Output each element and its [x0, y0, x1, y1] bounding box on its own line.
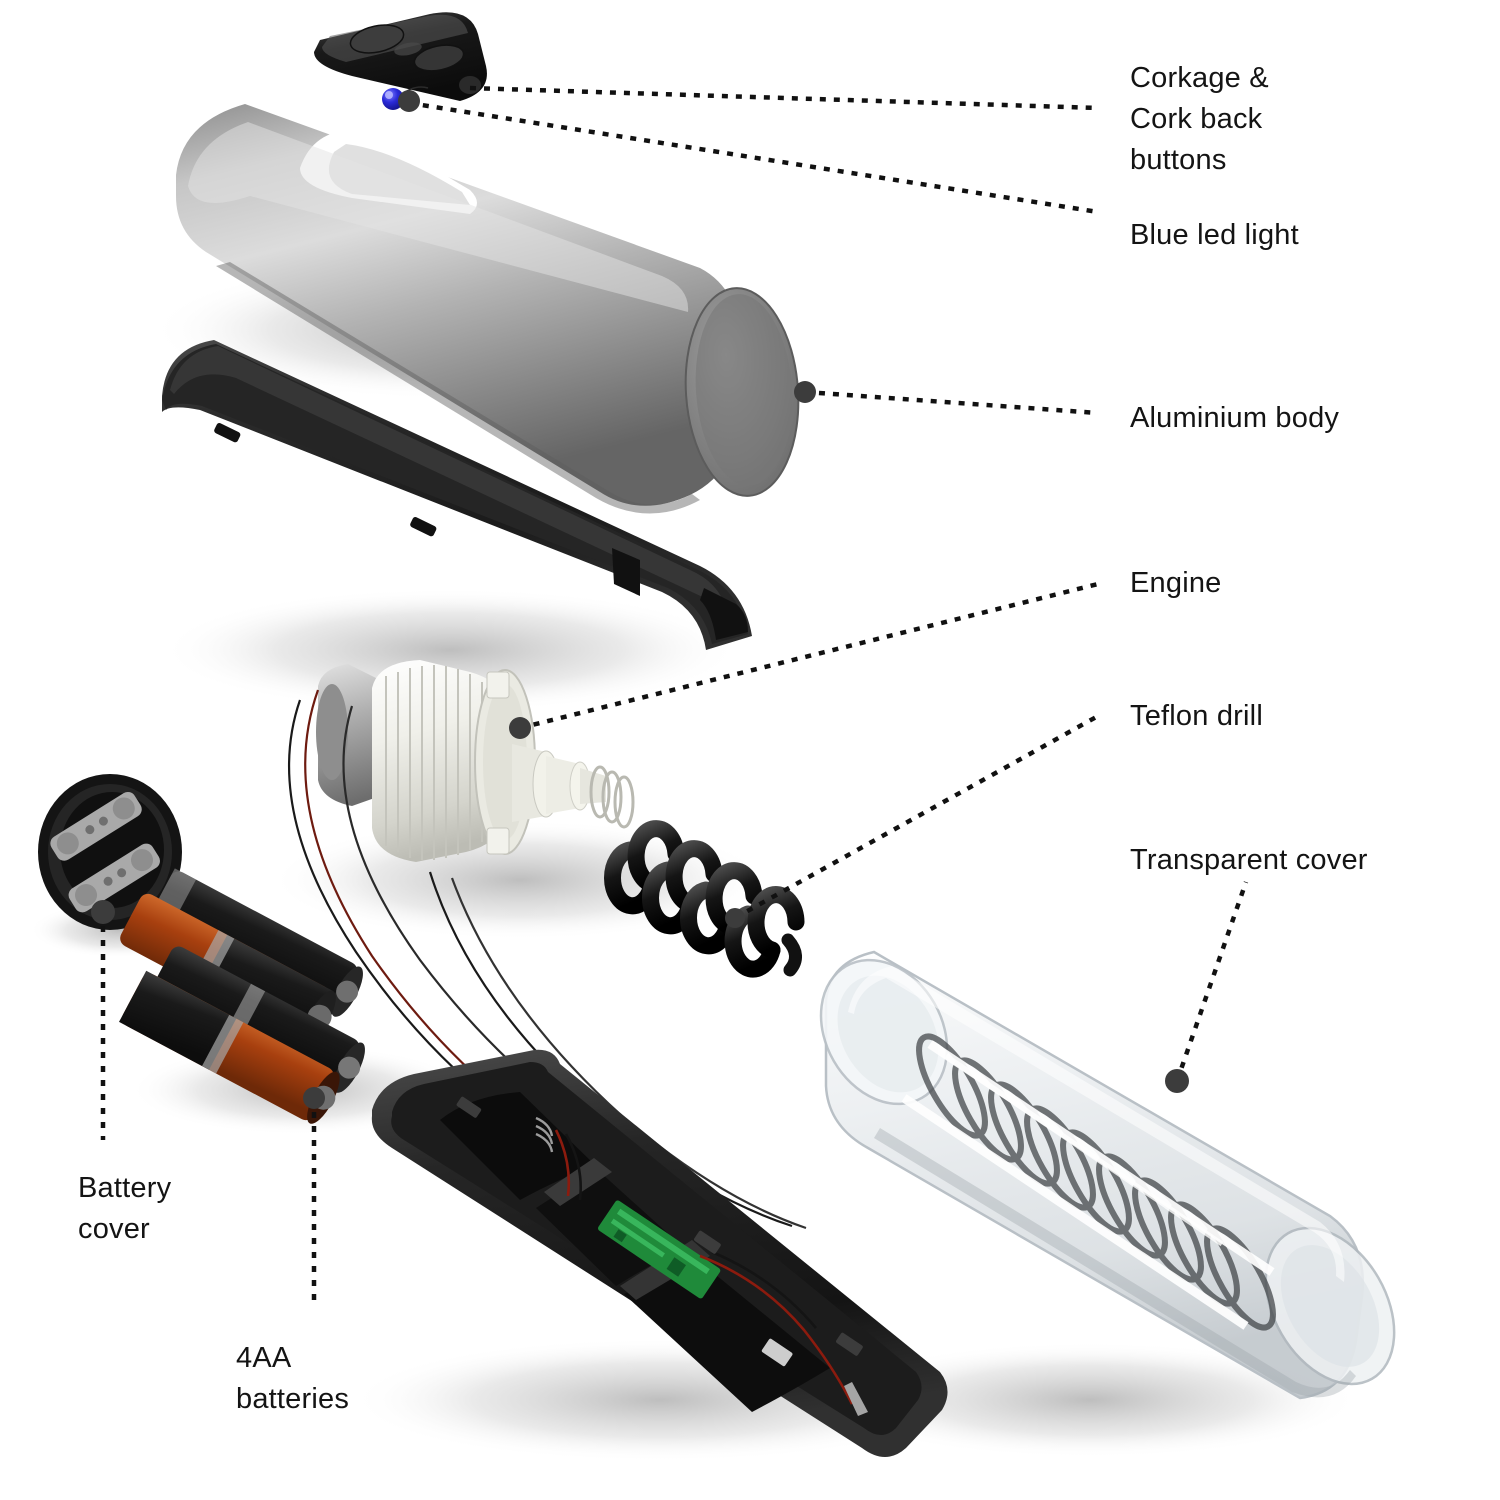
label-corkage-cork-back-buttons: Corkage & Cork back buttons	[1130, 62, 1269, 176]
drill-tip	[781, 933, 802, 977]
anchor-4aa-batteries	[303, 1087, 325, 1109]
button-module	[314, 12, 487, 102]
anchor-teflon-drill	[725, 908, 745, 928]
leader-anchors	[91, 90, 1189, 1109]
leader-aluminium-body	[804, 389, 1099, 416]
label-battery-cover: Battery cover	[78, 1172, 172, 1245]
battery-cover	[38, 774, 182, 930]
anchor-engine	[509, 717, 531, 739]
label-teflon-drill: Teflon drill	[1130, 700, 1263, 732]
leader-blue-led	[408, 100, 1099, 215]
label-4aa-batteries: 4AA batteries	[236, 1342, 350, 1415]
black-half-shell	[162, 340, 752, 650]
leader-teflon-drill	[733, 714, 1100, 920]
anchor-blue-led	[398, 90, 420, 112]
engine	[316, 660, 635, 862]
leader-engine	[519, 581, 1099, 731]
leader-buttons	[469, 85, 1099, 111]
anchor-aluminium-body	[794, 381, 816, 403]
transparent-cover	[819, 950, 1396, 1400]
label-transparent-cover: Transparent cover	[1130, 844, 1368, 876]
aluminium-body	[176, 104, 800, 514]
anchor-battery-cover	[91, 900, 115, 924]
leader-transparent-cover	[1174, 881, 1249, 1082]
battery-chassis	[371, 1049, 948, 1457]
label-engine: Engine	[1130, 567, 1222, 599]
teflon-drill	[604, 820, 805, 978]
label-aluminium-body: Aluminium body	[1130, 402, 1340, 434]
label-blue-led-light: Blue led light	[1130, 219, 1299, 251]
leader-lines	[100, 85, 1249, 1300]
anchor-transparent-cover	[1165, 1069, 1189, 1093]
